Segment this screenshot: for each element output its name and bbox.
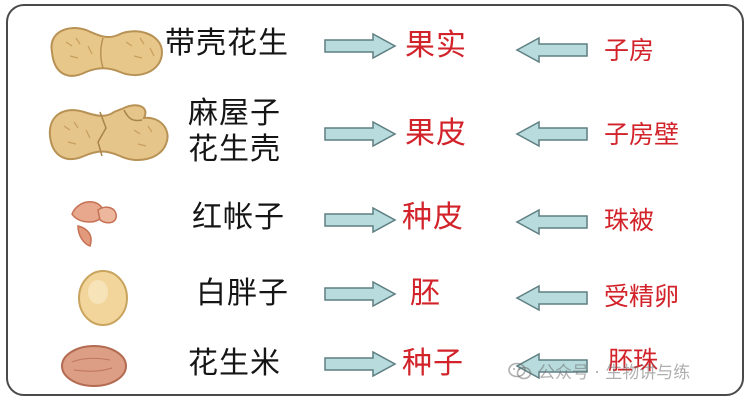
watermark: 公众号 · 生物讲与练 bbox=[508, 358, 690, 383]
row-peanut-in-shell: 带壳花生 果实 子房 bbox=[0, 10, 752, 80]
arrow-left-icon bbox=[515, 208, 588, 236]
label-embryo: 白胖子 bbox=[196, 276, 289, 312]
label-peanut-in-shell: 带壳花生 bbox=[165, 26, 289, 62]
label-seed: 花生米 bbox=[188, 346, 281, 382]
watermark-text: 公众号 · 生物讲与练 bbox=[538, 363, 691, 383]
row-embryo: 白胖子 胚 受精卵 bbox=[0, 258, 752, 328]
label-line: 麻屋子 bbox=[188, 96, 281, 131]
arrow-left-icon bbox=[515, 352, 588, 380]
label-line: 花生壳 bbox=[188, 132, 281, 167]
arrow-right-icon bbox=[324, 32, 397, 60]
white-embryo-image bbox=[78, 270, 128, 326]
origin-ovary-wall: 子房壁 bbox=[604, 120, 680, 149]
label-line: 红帐子 bbox=[192, 200, 285, 235]
row-seed: 花生米 种子 胚珠 bbox=[0, 328, 752, 398]
row-seed-coat: 红帐子 种皮 珠被 bbox=[0, 182, 752, 252]
label-peanut-shell: 麻屋子 花生壳 bbox=[188, 96, 281, 168]
term-seed-coat: 种皮 bbox=[402, 200, 464, 235]
origin-ovule: 胚珠 bbox=[608, 346, 659, 375]
arrow-right-icon bbox=[324, 280, 397, 308]
label-line: 白胖子 bbox=[196, 276, 289, 311]
label-line: 花生米 bbox=[188, 346, 281, 381]
wechat-icon bbox=[508, 362, 532, 379]
arrow-right-icon bbox=[324, 206, 397, 234]
origin-integument: 珠被 bbox=[604, 206, 655, 235]
label-seed-coat: 红帐子 bbox=[192, 200, 285, 236]
arrow-right-icon bbox=[324, 350, 397, 378]
row-peanut-shell: 麻屋子 花生壳 果皮 子房壁 bbox=[0, 92, 752, 167]
origin-zygote: 受精卵 bbox=[604, 282, 680, 311]
arrow-left-icon bbox=[515, 284, 588, 312]
term-seed: 种子 bbox=[402, 346, 464, 381]
arrow-left-icon bbox=[515, 120, 588, 148]
arrow-right-icon bbox=[324, 120, 397, 148]
peanut-kernel-image bbox=[61, 345, 127, 387]
term-embryo: 胚 bbox=[410, 276, 441, 311]
arrow-left-icon bbox=[515, 36, 588, 64]
origin-ovary: 子房 bbox=[604, 36, 655, 65]
label-line: 带壳花生 bbox=[165, 26, 289, 61]
term-fruit: 果实 bbox=[405, 28, 467, 63]
term-pericarp: 果皮 bbox=[405, 116, 467, 151]
peanut-in-shell-image bbox=[50, 27, 164, 77]
open-peanut-shell-image bbox=[48, 104, 169, 161]
red-seed-coat-image bbox=[71, 201, 117, 247]
